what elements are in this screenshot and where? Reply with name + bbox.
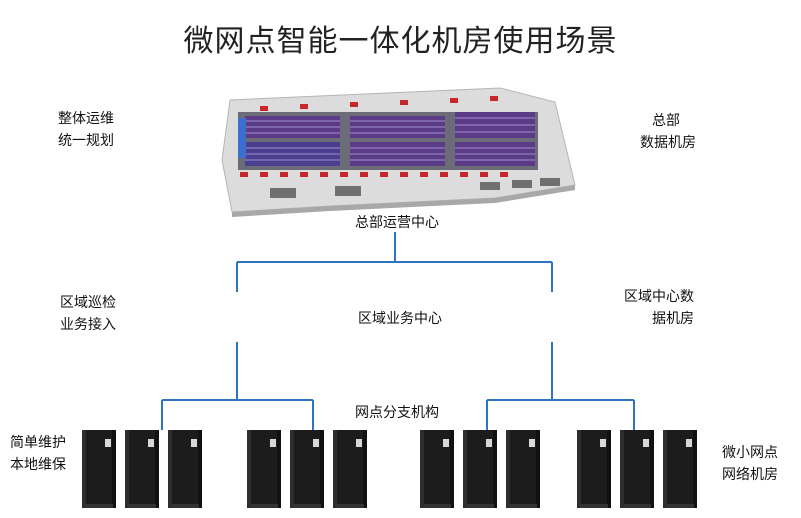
label-line: 本地维保 [10,457,66,473]
label-line: 据机房 [652,311,694,327]
label-line: 总部 [652,113,680,129]
datacenter-floorplan-illustration [221,87,576,217]
label-line: 整体运维 [58,111,114,127]
connector-lines [161,232,635,430]
label-branch: 网点分支机构 [355,405,439,421]
page-title: 微网点智能一体化机房使用场景 [183,24,618,59]
label-line: 业务接入 [60,317,116,333]
label-line: 统一规划 [58,133,114,149]
label-mid-left: 区域巡检 业务接入 [60,292,116,336]
label-line: 区域中心数 [624,289,694,305]
label-mid-center: 区域业务中心 [358,311,442,327]
label-hq-ops: 总部运营中心 [355,215,439,231]
label-bottom-left: 简单维护 本地维保 [10,432,66,476]
label-mid-right: 区域中心数 据机房 [624,286,694,330]
label-line: 数据机房 [640,135,696,151]
label-line: 简单维护 [10,435,66,451]
label-line: 网络机房 [722,467,778,483]
label-top-left: 整体运维 统一规划 [58,108,114,152]
server-cabinets [82,430,697,508]
label-line: 微小网点 [722,445,778,461]
label-bottom-right: 微小网点 网络机房 [722,442,778,486]
label-top-right: 总部 数据机房 [640,110,696,154]
label-line: 区域巡检 [60,295,116,311]
